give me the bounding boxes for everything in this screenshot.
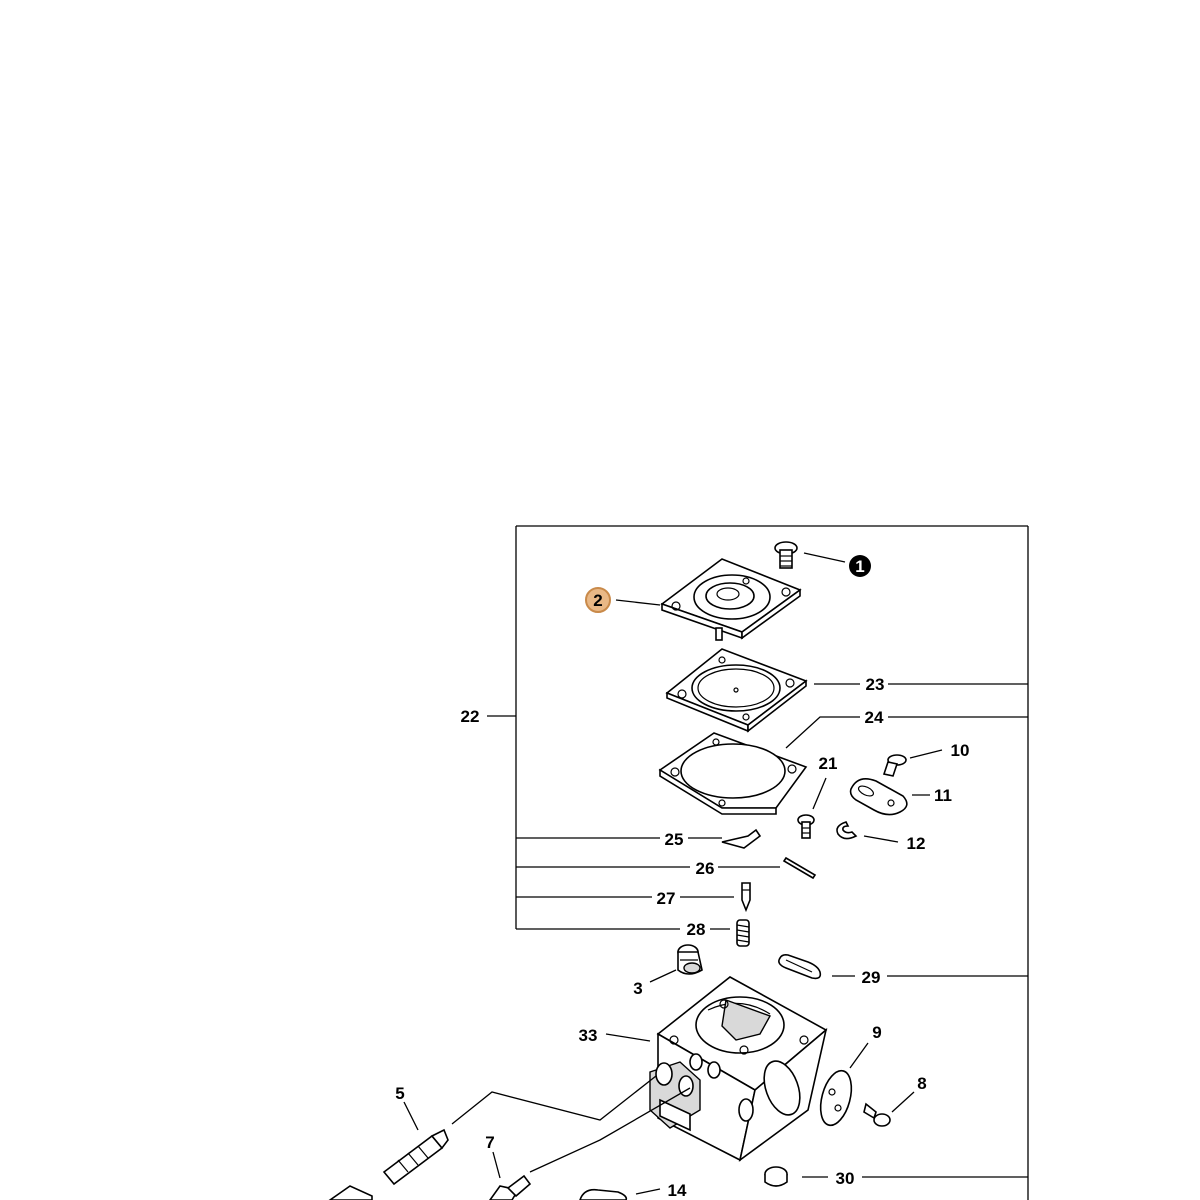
part-needle-27[interactable]	[516, 882, 751, 913]
part-adjust-screw-7[interactable]	[489, 1087, 691, 1200]
part-plug-3[interactable]	[649, 944, 703, 983]
callout-12[interactable]: 12	[907, 834, 926, 853]
callout-2[interactable]: 2	[593, 591, 602, 610]
part-screen-30[interactable]	[764, 1166, 1028, 1187]
part-spring-14[interactable]	[579, 1188, 661, 1200]
callout-8[interactable]: 8	[917, 1074, 926, 1093]
part-adjust-screw-5[interactable]	[328, 1075, 657, 1200]
callout-22[interactable]: 22	[461, 707, 480, 726]
callout-23[interactable]: 23	[866, 675, 885, 694]
callout-1-marked[interactable]: 1	[849, 555, 871, 577]
callout-5[interactable]: 5	[395, 1084, 404, 1103]
part-carb-body-33[interactable]	[605, 976, 828, 1162]
part-disc-9[interactable]	[815, 1042, 869, 1129]
callout-14[interactable]: 14	[668, 1181, 687, 1200]
callout-7[interactable]: 7	[485, 1133, 494, 1152]
callout-labels: 22 23 24 10 21 11 12 25 26 27 28 29 3 33…	[395, 675, 969, 1200]
part-screw-1[interactable]	[774, 541, 846, 569]
part-seal-29[interactable]	[778, 954, 1028, 980]
callout-3[interactable]: 3	[633, 979, 642, 998]
part-screw-8[interactable]	[863, 1091, 915, 1127]
callout-30[interactable]: 30	[836, 1169, 855, 1188]
callout-11[interactable]: 11	[934, 786, 952, 805]
callout-1[interactable]: 1	[855, 557, 864, 576]
part-screw-21[interactable]	[797, 777, 827, 839]
kit-frame	[487, 525, 1029, 1200]
part-lever-25[interactable]	[516, 828, 762, 849]
part-screw-10[interactable]	[882, 749, 943, 777]
callout-9[interactable]: 9	[872, 1023, 881, 1042]
callout-10[interactable]: 10	[951, 741, 970, 760]
part-clip-12[interactable]	[836, 821, 899, 843]
part-plate-11[interactable]	[849, 778, 930, 816]
part-spring-28[interactable]	[710, 919, 750, 947]
callout-28[interactable]: 28	[687, 920, 706, 939]
callout-21[interactable]: 21	[819, 754, 838, 773]
callout-33[interactable]: 33	[579, 1026, 598, 1045]
part-diaphragm-23[interactable]	[665, 648, 1028, 733]
part-pump-cover-2[interactable]	[615, 558, 802, 641]
callout-2-selected[interactable]: 2	[585, 587, 611, 613]
callout-27[interactable]: 27	[657, 889, 676, 908]
callout-26[interactable]: 26	[696, 859, 715, 878]
part-gasket-24[interactable]	[658, 716, 1028, 815]
callout-24[interactable]: 24	[865, 708, 884, 727]
part-pin-26[interactable]	[516, 856, 817, 880]
callout-29[interactable]: 29	[862, 968, 881, 987]
callout-25[interactable]: 25	[665, 830, 684, 849]
